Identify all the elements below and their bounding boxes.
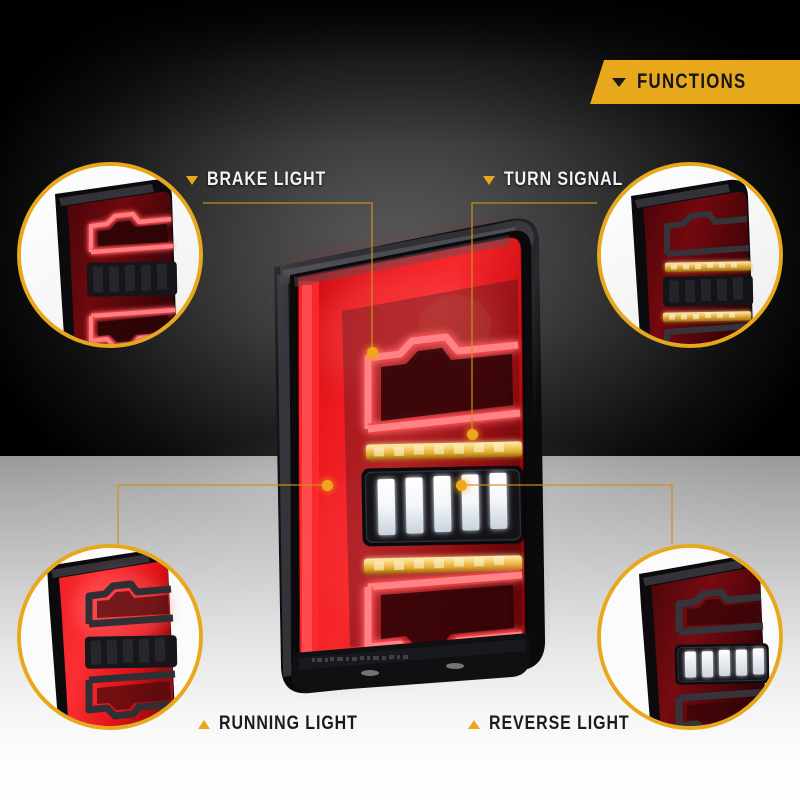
bezel-embossed-text <box>312 655 408 662</box>
label-brake-light: BRAKE LIGHT <box>186 169 349 191</box>
functions-tab-label: FUNCTIONS <box>637 70 747 93</box>
label-reverse-light: REVERSE LIGHT <box>468 713 656 735</box>
callout-circle-turn-signal[interactable] <box>597 162 783 348</box>
label-running-light: RUNNING LIGHT <box>198 713 384 735</box>
label-running-light-text: RUNNING LIGHT <box>219 713 358 734</box>
brake-strip-upper <box>362 331 521 435</box>
triangle-up-icon <box>468 719 480 729</box>
reverse-light-module <box>361 465 525 547</box>
callout-dot-turn <box>466 428 478 440</box>
label-brake-light-text: BRAKE LIGHT <box>207 169 327 190</box>
triangle-down-icon <box>186 175 198 185</box>
callout-circle-running-light[interactable] <box>17 544 203 730</box>
triangle-up-icon <box>198 719 210 729</box>
label-turn-signal: TURN SIGNAL <box>483 169 646 191</box>
callout-dot-reverse <box>455 479 467 491</box>
triangle-down-icon <box>612 77 627 87</box>
callout-circle-reverse-light[interactable] <box>597 544 783 730</box>
callout-dot-running <box>321 479 333 491</box>
callout-circle-brake-light[interactable] <box>17 162 203 348</box>
label-turn-signal-text: TURN SIGNAL <box>504 169 624 190</box>
triangle-down-icon <box>483 175 495 185</box>
callout-dot-brake <box>366 346 378 358</box>
label-reverse-light-text: REVERSE LIGHT <box>489 713 630 734</box>
main-product-tail-light <box>250 215 550 700</box>
functions-tab[interactable]: FUNCTIONS <box>590 60 800 104</box>
